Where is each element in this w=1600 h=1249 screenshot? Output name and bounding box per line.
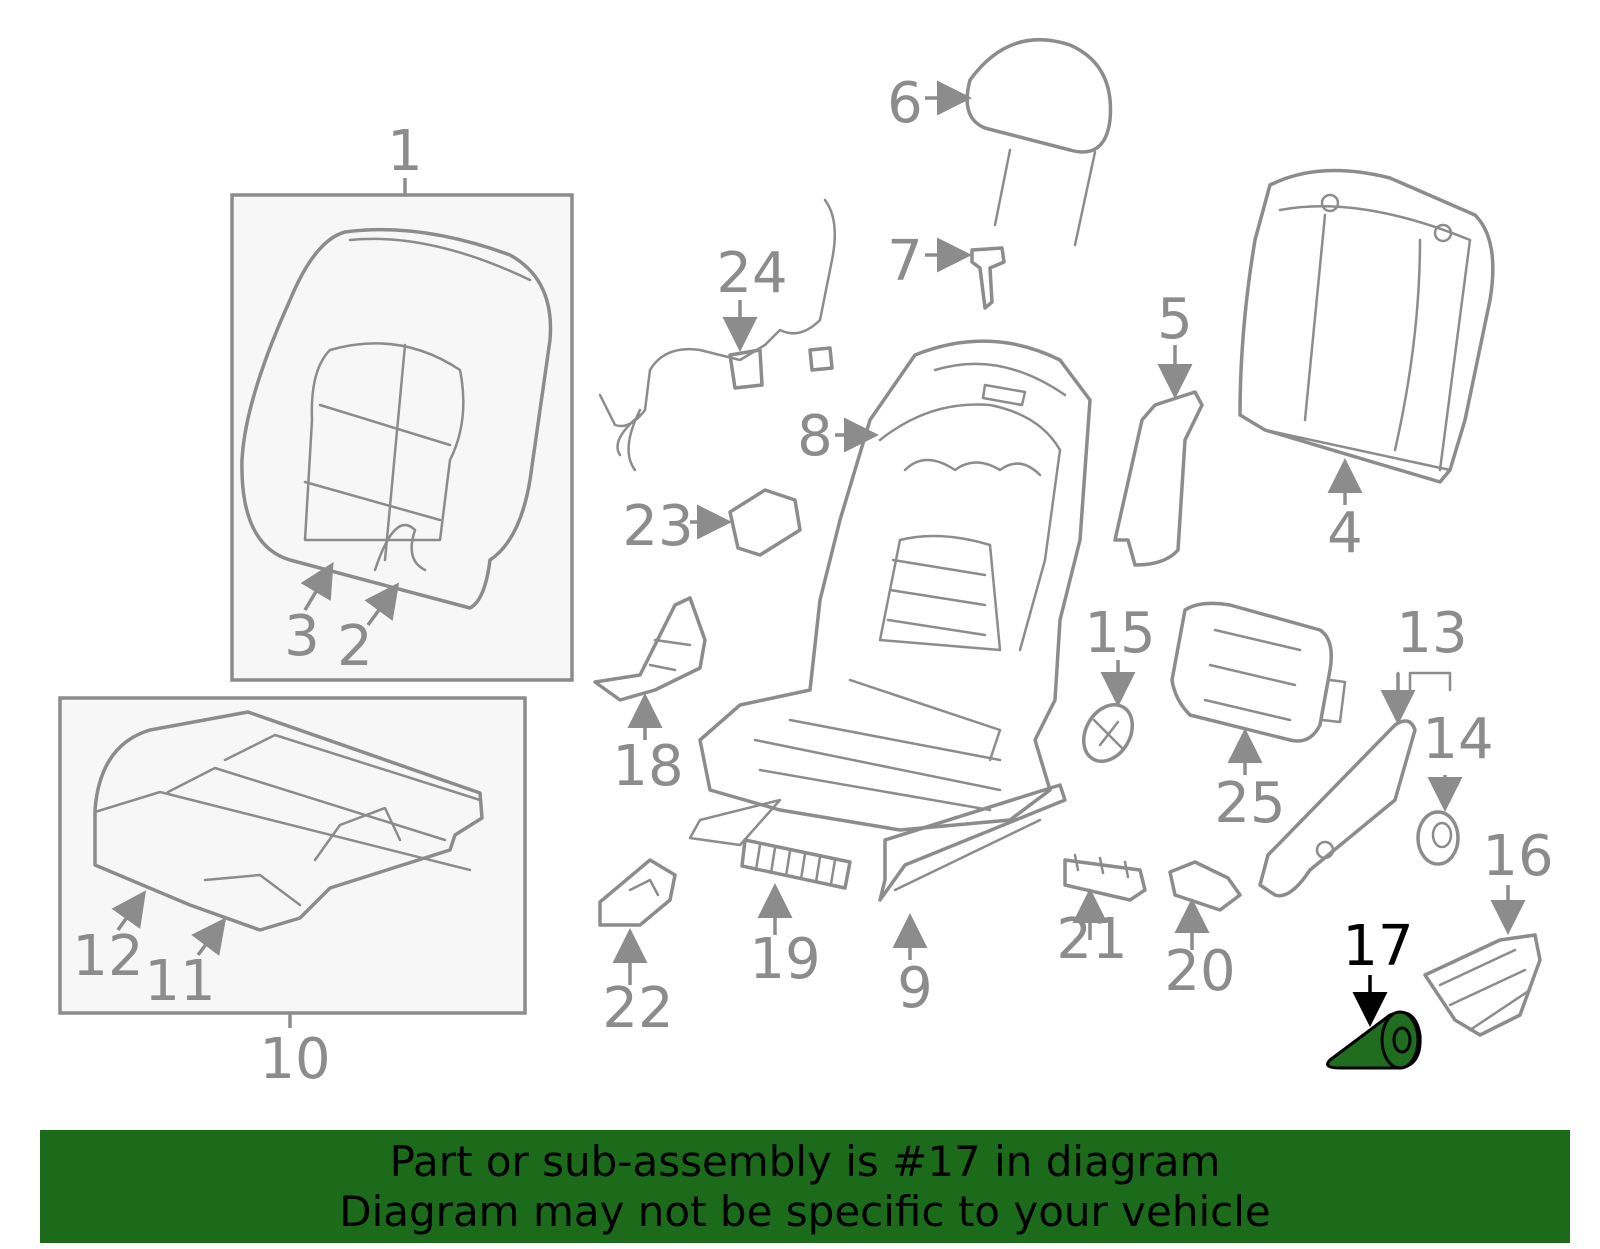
clip-21 [1063,853,1147,940]
lumbar-support [1170,601,1347,775]
label-4: 4 [1327,501,1363,566]
label-22: 22 [602,976,673,1041]
cover-22 [598,858,677,985]
label-9: 9 [897,956,933,1021]
label-8: 8 [797,404,833,469]
label-3: 3 [284,604,320,669]
vent-grille [740,838,852,935]
seat-frame [688,339,1092,847]
label-7: 7 [887,229,923,294]
headrest [925,37,1113,247]
seat-back-cover-group [230,178,574,682]
bracket-18 [593,596,707,740]
label-23: 23 [622,494,693,559]
label-12: 12 [72,924,143,989]
info-banner: Part or sub-assembly is #17 in diagram D… [40,1130,1570,1243]
label-13: 13 [1396,601,1467,666]
label-1: 1 [387,119,423,184]
label-10: 10 [259,1027,330,1092]
box-10 [58,696,527,1015]
bracket-23 [690,488,802,557]
label-17: 17 [1342,914,1413,979]
label-14: 14 [1422,707,1493,772]
label-11: 11 [144,949,215,1014]
label-5: 5 [1157,287,1193,352]
banner-line-2: Diagram may not be specific to your vehi… [339,1186,1271,1236]
side-trim [1113,345,1204,567]
highlighted-part-17 [1326,975,1422,1070]
label-25: 25 [1214,771,1285,836]
wire-harness [598,198,837,472]
label-16: 16 [1482,824,1553,889]
label-20: 20 [1164,939,1235,1004]
side-shield [1258,671,1452,898]
box-1 [230,193,574,682]
seat-track [878,783,1067,960]
knob-15 [1082,660,1136,763]
switch-16 [1423,885,1542,1037]
cap-14 [1416,775,1463,866]
label-18: 18 [612,734,683,799]
label-19: 19 [749,927,820,992]
back-panel [1238,168,1495,505]
label-24: 24 [716,241,787,306]
bracket-20 [1168,860,1242,950]
banner-line-1: Part or sub-assembly is #17 in diagram [389,1136,1221,1186]
label-21: 21 [1056,907,1127,972]
seat-cushion-cover-group [58,696,527,1028]
headrest-guide [925,237,1006,310]
label-2: 2 [337,614,373,679]
label-15: 15 [1084,601,1155,666]
label-6: 6 [887,71,923,136]
